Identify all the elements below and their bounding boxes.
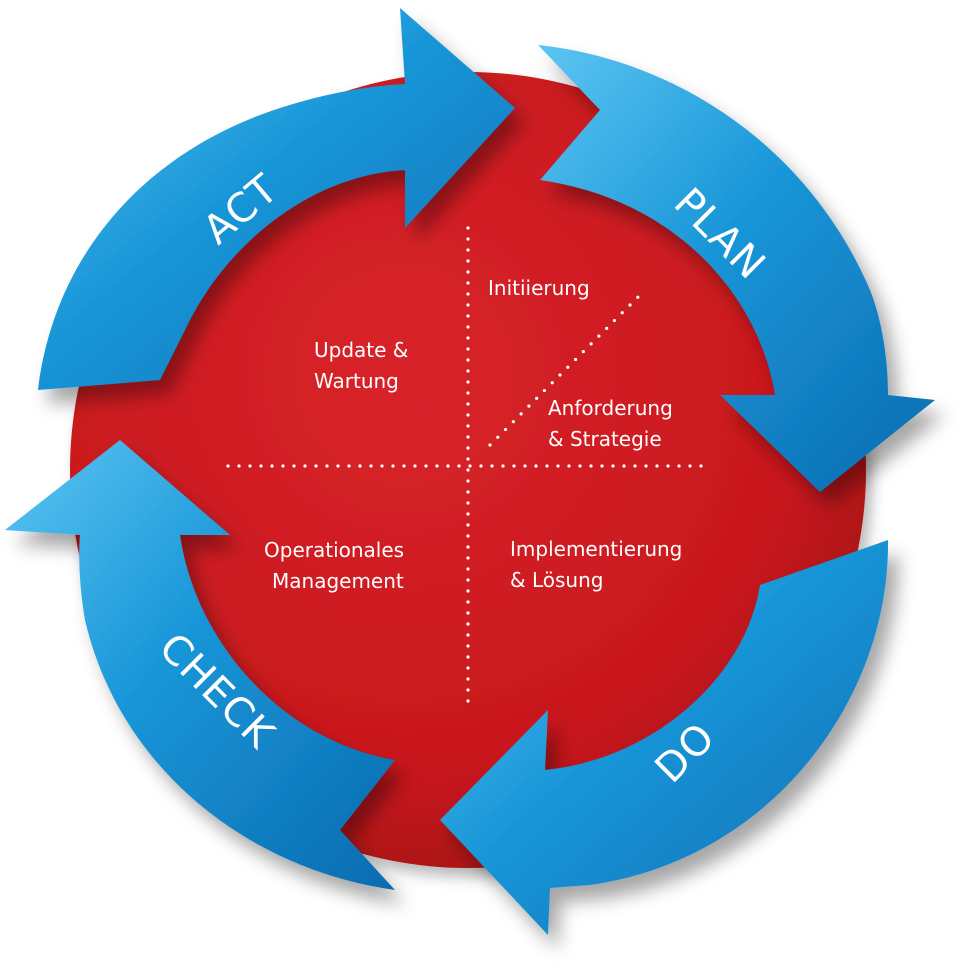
implementierung-line-2: & Lösung — [510, 568, 603, 592]
check-arrow — [5, 440, 395, 890]
operationales-line-1: Operationales — [264, 538, 404, 562]
quadrant-implementierung: Implementierung & Lösung — [510, 537, 689, 592]
update-line-1: Update & — [314, 338, 408, 362]
plan-arrow — [538, 45, 935, 492]
quadrant-update: Update & Wartung — [314, 338, 415, 393]
quadrant-initiierung: Initiierung — [488, 276, 590, 300]
do-arrow — [440, 540, 889, 935]
act-arrow — [38, 8, 515, 390]
operationales-line-2: Management — [272, 569, 404, 593]
anforderung-line-2: & Strategie — [548, 427, 662, 451]
update-line-2: Wartung — [314, 369, 399, 393]
divider-diagonal — [488, 288, 647, 447]
implementierung-line-1: Implementierung — [510, 537, 682, 561]
quadrant-operationales: Operationales Management — [264, 538, 410, 593]
anforderung-line-1: Anforderung — [548, 396, 673, 420]
quadrant-anforderung: Anforderung & Strategie — [548, 396, 679, 451]
